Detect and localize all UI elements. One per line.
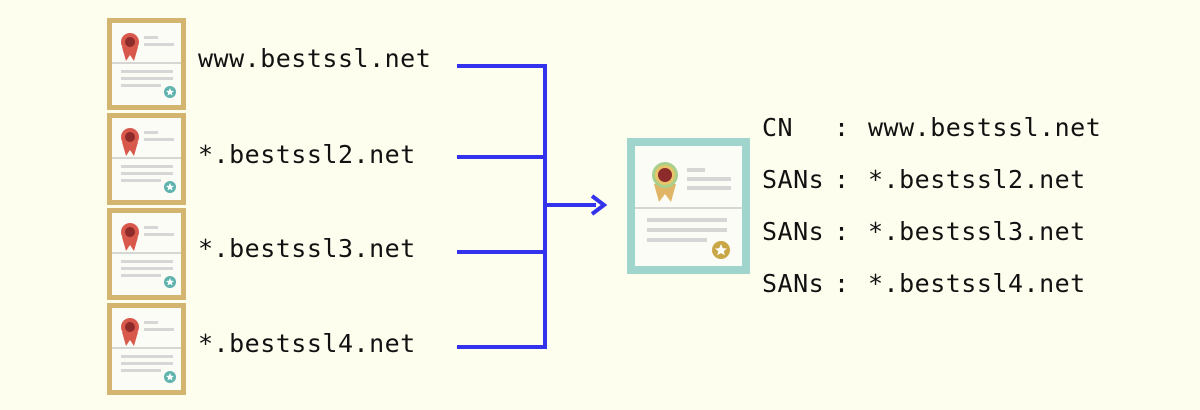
info-key: CN — [762, 113, 794, 142]
source-domain-4: *.bestssl4.net — [198, 329, 416, 358]
info-row-san-3: SANs: *.bestssl4.net — [762, 269, 1086, 298]
info-key: SANs — [762, 269, 825, 298]
certificate-icon — [107, 208, 186, 300]
certificate-icon — [107, 113, 186, 205]
info-key: SANs — [762, 165, 825, 194]
info-separator: : — [834, 165, 850, 194]
info-row-san-1: SANs: *.bestssl2.net — [762, 165, 1086, 194]
info-value: *.bestssl2.net — [868, 165, 1086, 194]
certificate-icon — [627, 138, 750, 274]
source-domain-3: *.bestssl3.net — [198, 234, 416, 263]
info-separator: : — [834, 269, 850, 298]
info-separator: : — [834, 217, 850, 246]
info-separator: : — [834, 113, 850, 142]
source-domain-2: *.bestssl2.net — [198, 140, 416, 169]
arrow-right-icon — [590, 194, 608, 216]
info-value: www.bestssl.net — [868, 113, 1102, 142]
info-value: *.bestssl4.net — [868, 269, 1086, 298]
certificate-icon — [107, 303, 186, 395]
certificate-icon — [107, 18, 186, 110]
source-domain-1: www.bestssl.net — [198, 44, 432, 73]
info-value: *.bestssl3.net — [868, 217, 1086, 246]
info-row-cn: CN: www.bestssl.net — [762, 113, 1101, 142]
info-key: SANs — [762, 217, 825, 246]
info-row-san-2: SANs: *.bestssl3.net — [762, 217, 1086, 246]
